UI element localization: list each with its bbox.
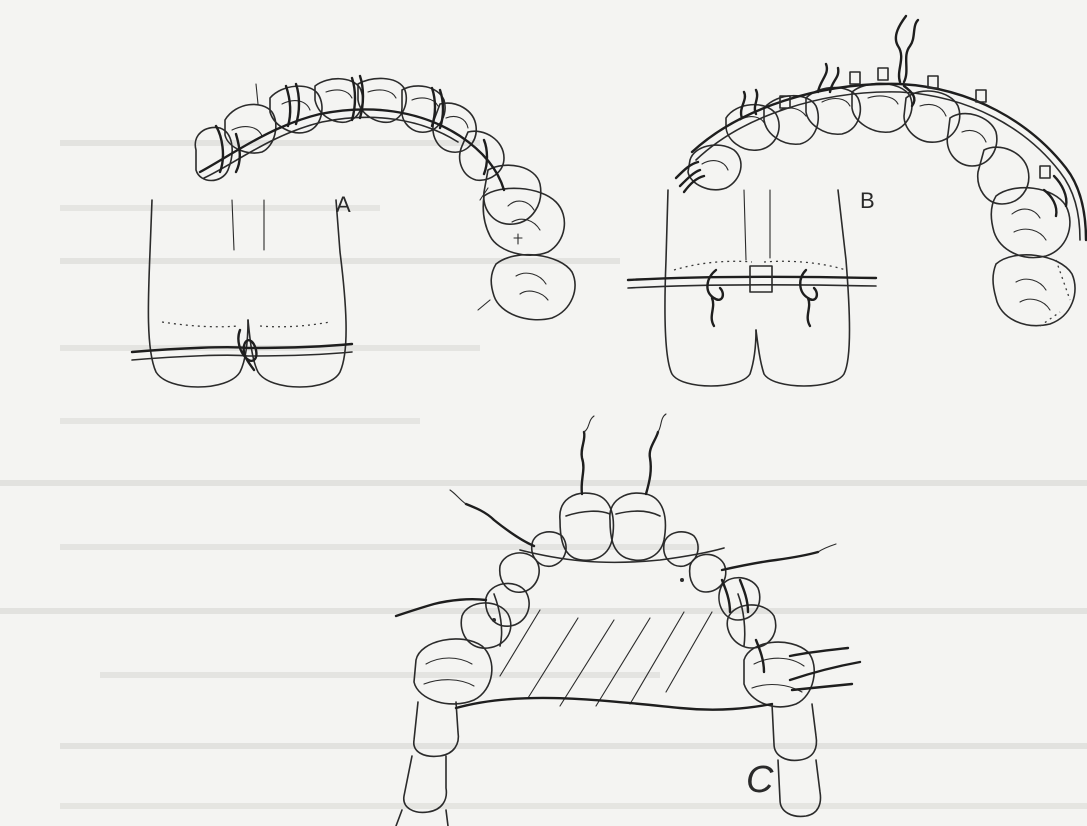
panel-b-label: B — [860, 188, 875, 213]
panel-a-incisors-front-view — [132, 200, 352, 387]
panel-a: A — [132, 76, 575, 387]
bleed-through-background — [0, 140, 1087, 809]
panel-c: C — [396, 414, 860, 826]
panel-b-incisors-front-view — [628, 190, 876, 386]
panel-b: B — [628, 16, 1086, 386]
panel-c-wiring — [396, 414, 860, 710]
panel-a-dental-arch — [195, 76, 575, 320]
panel-c-label: C — [746, 759, 774, 801]
panel-a-label: A — [336, 192, 351, 217]
panel-c-palate-hatching — [500, 610, 712, 706]
panel-b-dental-arch — [676, 16, 1086, 326]
